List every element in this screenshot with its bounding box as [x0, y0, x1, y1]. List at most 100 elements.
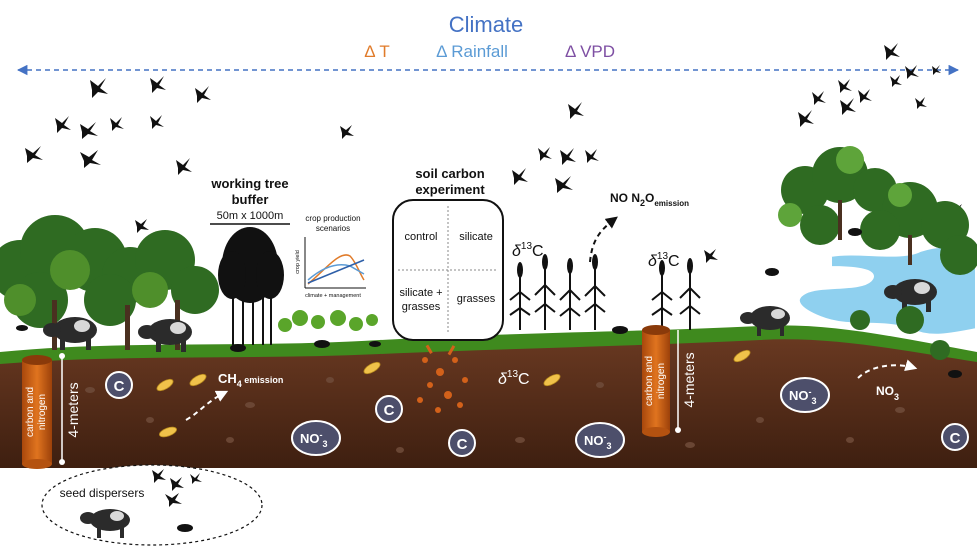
termite-icon — [543, 373, 561, 387]
termite-icon — [363, 361, 381, 375]
buffer-title-line2: buffer — [232, 192, 269, 207]
seed-dispersers: seed dispersers — [41, 464, 263, 546]
grass-strip — [0, 325, 977, 364]
bird-icon — [90, 78, 108, 98]
silicate-particles — [417, 344, 468, 413]
core-label-right-line2: nitrogen — [656, 363, 667, 399]
bird-icon — [110, 117, 124, 131]
tapir-left-2 — [138, 319, 192, 352]
bird-icon — [560, 148, 576, 165]
bird-icon — [170, 477, 184, 491]
wasp-icon — [704, 249, 718, 263]
core-label-left-line1: carbon and — [25, 387, 36, 437]
bird-icon — [884, 43, 900, 60]
delta13c-corn: δ13C — [512, 241, 544, 260]
crop-chart-title-line1: crop production — [305, 214, 360, 223]
core-body-right — [642, 330, 670, 432]
ant-icon — [848, 228, 862, 236]
crop-scenario-dark-blue — [307, 259, 365, 284]
bird-icon — [890, 75, 902, 87]
delta13c-labels: δ13C δ13C δ13C — [498, 241, 680, 388]
crop-chart-ylabel: crop yield — [295, 250, 301, 274]
bird-icon — [165, 493, 182, 507]
forest-right — [778, 146, 977, 360]
driver-vpd: Δ VPD — [565, 42, 615, 61]
crop-chart-title-line2: scenarios — [316, 224, 350, 233]
bird-icon — [55, 116, 71, 133]
bird-icon — [798, 110, 814, 127]
nitrate-nodules: NO-3 NO-3 NO-3 — [291, 377, 830, 458]
core-bottom-left — [22, 459, 52, 469]
wasp-icon — [135, 219, 149, 233]
bird-icon — [568, 102, 584, 119]
climate-title: Climate — [449, 12, 524, 37]
ant-icon — [230, 344, 246, 352]
carbon-symbol: C — [457, 436, 468, 453]
ant-icon — [765, 268, 779, 276]
tapir-middle-right — [740, 306, 790, 336]
termite-icon — [156, 378, 174, 392]
depth-label-right: 4-meters — [681, 352, 697, 407]
core-top-left — [22, 355, 52, 365]
carbon-nodule: C — [375, 395, 403, 423]
climate-header: Climate Δ T Δ Rainfall Δ VPD — [16, 12, 960, 76]
bird-icon — [150, 115, 164, 129]
nitrate-flow-arrow — [857, 359, 918, 379]
bird-icon — [538, 147, 552, 161]
experiment-cell-control: control — [404, 231, 437, 243]
wasp-icon — [340, 125, 354, 139]
n2o-label: NO N2Oemission — [610, 191, 689, 208]
seed-dispersers-ellipse — [41, 464, 263, 546]
buffer-size: 50m x 1000m — [217, 210, 284, 222]
bird-icon — [190, 473, 202, 484]
ant-icon — [612, 326, 628, 334]
seed-dispersers-label: seed dispersers — [60, 486, 145, 500]
depth-label-left: 4-meters — [65, 382, 81, 437]
crop-chart-xlabel: climate + management — [305, 293, 361, 299]
corn-field — [509, 254, 701, 330]
ants — [16, 228, 962, 378]
driver-temperature: Δ T — [364, 42, 390, 61]
experiment-cell-silicate: silicate — [459, 231, 493, 243]
experiment-cell-silicate-grasses-line1: silicate + — [399, 287, 442, 299]
termites — [156, 349, 751, 438]
bird-icon — [915, 97, 927, 109]
bird-icon — [812, 91, 826, 105]
bird-icon — [838, 79, 852, 93]
ch4-label: CH4 emission — [218, 371, 283, 389]
carbon-nodule: C — [448, 429, 476, 457]
core-label-right-line1: carbon and — [644, 356, 655, 406]
nitrate-flow-label: NO3 — [876, 384, 899, 402]
bird-flock-right — [512, 43, 964, 263]
ch4-emission: CH4 emission — [185, 371, 283, 421]
carbon-nodule: C — [941, 423, 969, 451]
tapir-left — [43, 317, 97, 350]
svg-text:NO-3: NO-3 — [789, 387, 817, 406]
carbon-symbol: C — [384, 402, 395, 419]
carbon-nodules: C C C C — [105, 371, 969, 457]
soil-core-right: carbon and nitrogen 4-meters — [642, 325, 697, 437]
termite-icon — [189, 373, 207, 387]
n2o-emission: NO N2Oemission — [589, 191, 689, 263]
ant-icon — [314, 340, 330, 348]
termite-icon — [733, 349, 751, 363]
bird-icon — [905, 65, 919, 79]
n2o-arrow — [589, 216, 618, 263]
tapir-icon — [80, 509, 130, 538]
experiment-cell-grasses: grasses — [457, 293, 496, 305]
ch4-arrow — [185, 390, 229, 421]
crop-production-chart: crop production scenarios crop yield cli… — [295, 212, 368, 299]
core-bottom-right — [642, 427, 670, 437]
nitrate-nodule: NO-3 — [780, 377, 830, 413]
core-top-right — [642, 325, 670, 335]
forest-left — [0, 215, 219, 350]
carbon-nodule: C — [105, 371, 133, 399]
nitrate-nodule: NO-3 — [291, 420, 341, 456]
bird-icon — [176, 158, 192, 175]
svg-text:NO-3: NO-3 — [300, 430, 328, 449]
termite-icon — [159, 426, 177, 438]
driver-rainfall: Δ Rainfall — [436, 42, 508, 61]
bird-icon — [80, 150, 101, 168]
core-label-left-line2: nitrogen — [37, 394, 48, 430]
